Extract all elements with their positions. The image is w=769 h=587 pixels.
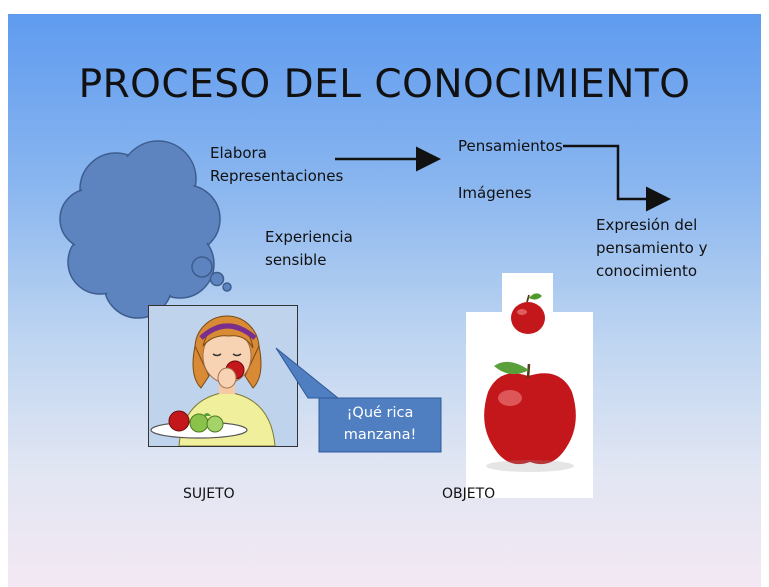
label-imagenes: Imágenes xyxy=(458,184,532,202)
label-pensamientos: Pensamientos xyxy=(458,137,563,155)
label-sujeto: SUJETO xyxy=(183,486,235,502)
arrows xyxy=(335,144,671,212)
label-experiencia-sensible: Experiencia sensible xyxy=(265,228,353,269)
thought-cloud-icon xyxy=(59,140,232,319)
apple-icon xyxy=(484,293,576,472)
label-elabora-representaciones: Elabora Representaciones xyxy=(210,144,344,185)
slide: PROCESO DEL CONOCIMIENTO xyxy=(8,14,761,587)
label-expresion: Expresión del pensamiento y conocimiento xyxy=(596,216,708,280)
subject-panel xyxy=(148,305,298,447)
label-objeto: OBJETO xyxy=(442,486,496,502)
speech-bubble xyxy=(275,347,442,453)
girl-eating-apple-icon xyxy=(150,315,276,447)
speech-bubble-text: ¡Qué rica manzana! xyxy=(343,405,417,443)
slide-title: PROCESO DEL CONOCIMIENTO xyxy=(78,62,691,107)
arrow-to-expresion xyxy=(563,144,671,212)
